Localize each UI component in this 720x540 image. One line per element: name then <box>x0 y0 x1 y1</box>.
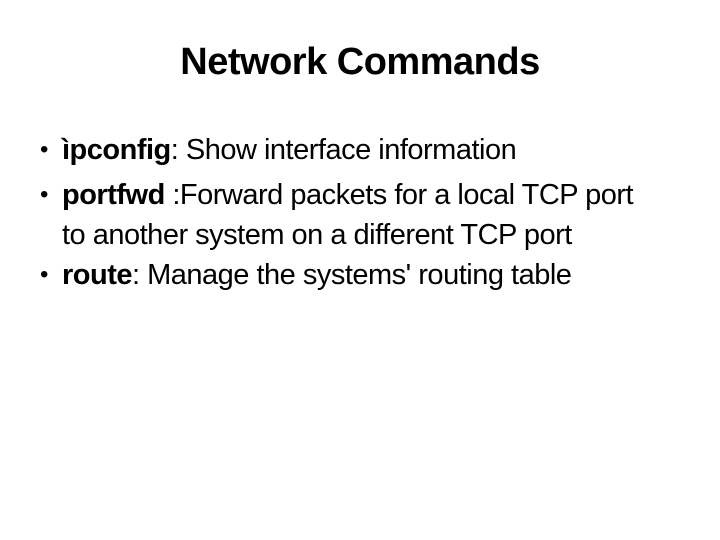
bullet-item-portfwd: • portfwd :Forward packets for a local T… <box>40 175 688 255</box>
bullet-text: :Forward packets for a local TCP port <box>164 179 634 211</box>
bullet-line: ìpconfig: Show interface information <box>62 130 688 170</box>
bullet-line: route: Manage the systems' routing table <box>62 255 688 295</box>
bullet-term: ìpconfig <box>62 134 171 166</box>
bullet-continuation-line: to another system on a different TCP por… <box>62 219 572 251</box>
bullet-term: portfwd <box>62 179 165 211</box>
bullet-dot-icon: • <box>40 261 49 288</box>
bullet-body: portfwd :Forward packets for a local TCP… <box>62 175 688 255</box>
bullet-term: route <box>62 259 133 291</box>
bullet-list: • ìpconfig: Show interface information •… <box>40 130 688 295</box>
bullet-body: route: Manage the systems' routing table <box>62 255 688 295</box>
bullet-item-ipconfig: • ìpconfig: Show interface information <box>40 130 688 170</box>
bullet-dot-icon: • <box>40 181 49 208</box>
bullet-dot-icon: • <box>40 136 49 163</box>
bullet-line: portfwd :Forward packets for a local TCP… <box>62 175 688 215</box>
bullet-body: ìpconfig: Show interface information <box>62 130 688 170</box>
slide-title: Network Commands <box>180 41 540 83</box>
bullet-text: : Show interface information <box>170 134 517 166</box>
bullet-item-route: • route: Manage the systems' routing tab… <box>40 255 688 295</box>
bullet-text: : Manage the systems' routing table <box>132 259 572 291</box>
